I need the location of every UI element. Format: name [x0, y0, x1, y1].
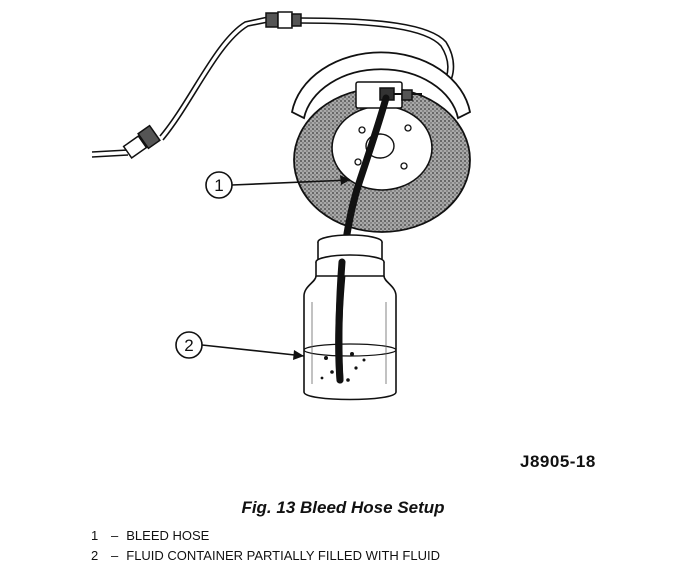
- brake-line-fitting: [122, 11, 302, 159]
- fluid-container: [303, 234, 397, 401]
- legend-item-number: 1: [91, 528, 99, 543]
- wheel-cylinder: [355, 81, 422, 109]
- brake-backing-plate: [293, 87, 471, 233]
- callout-2-number: 2: [184, 336, 193, 355]
- legend-item-label: BLEED HOSE: [126, 528, 210, 543]
- bleed-hose-diagram: 1 2: [91, 11, 472, 401]
- figure-legend: 1 – BLEED HOSE 2 – FLUID CONTAINER PARTI…: [91, 526, 440, 566]
- callout-1: 1: [205, 171, 351, 199]
- callout-2: 2: [175, 331, 305, 360]
- callout-1-number: 1: [214, 176, 223, 195]
- legend-item-label: FLUID CONTAINER PARTIALLY FILLED WITH FL…: [126, 548, 440, 563]
- figure-code: J8905-18: [520, 452, 596, 471]
- legend-item-number: 2: [91, 548, 99, 563]
- brake-line: [91, 16, 455, 158]
- legend-item: 2 – FLUID CONTAINER PARTIALLY FILLED WIT…: [91, 546, 440, 566]
- brake-shoe: [290, 51, 472, 120]
- fluid-bubbles: [320, 352, 366, 382]
- legend-item: 1 – BLEED HOSE: [91, 526, 440, 546]
- legend-item-separator: –: [111, 528, 119, 543]
- figure-caption: Fig. 13 Bleed Hose Setup: [241, 498, 445, 517]
- legend-item-separator: –: [111, 548, 119, 563]
